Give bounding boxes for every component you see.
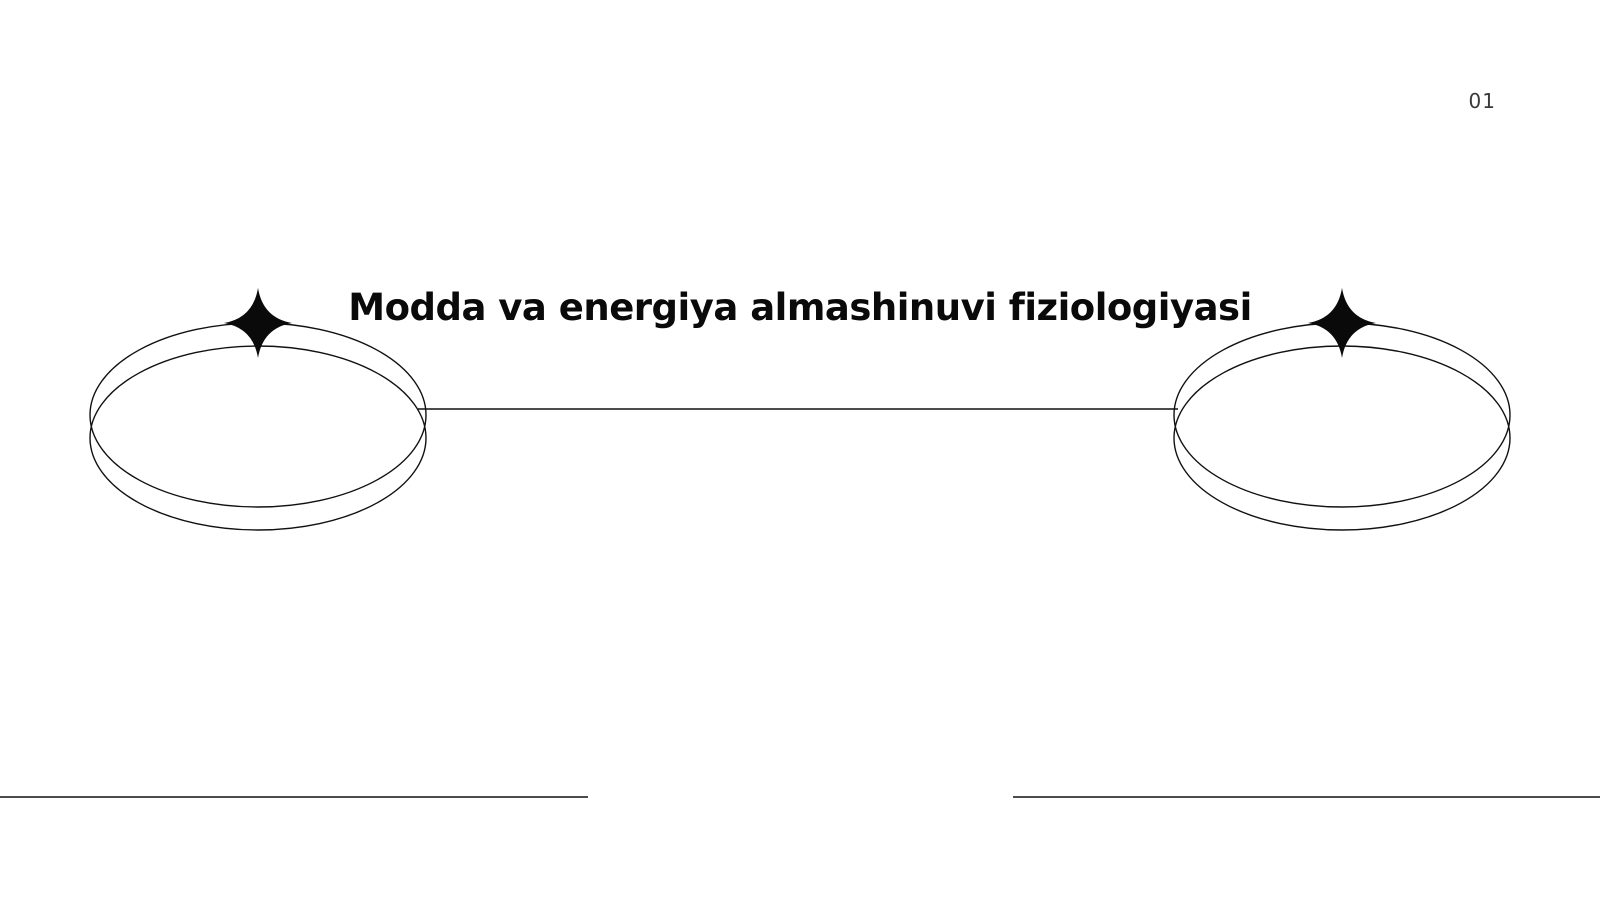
four-point-star-icon [1308, 288, 1376, 358]
page-number: 01 [1468, 89, 1496, 113]
four-point-star-icon [224, 288, 292, 358]
slide-title: Modda va energiya almashinuvi fiziologiy… [348, 286, 1252, 329]
